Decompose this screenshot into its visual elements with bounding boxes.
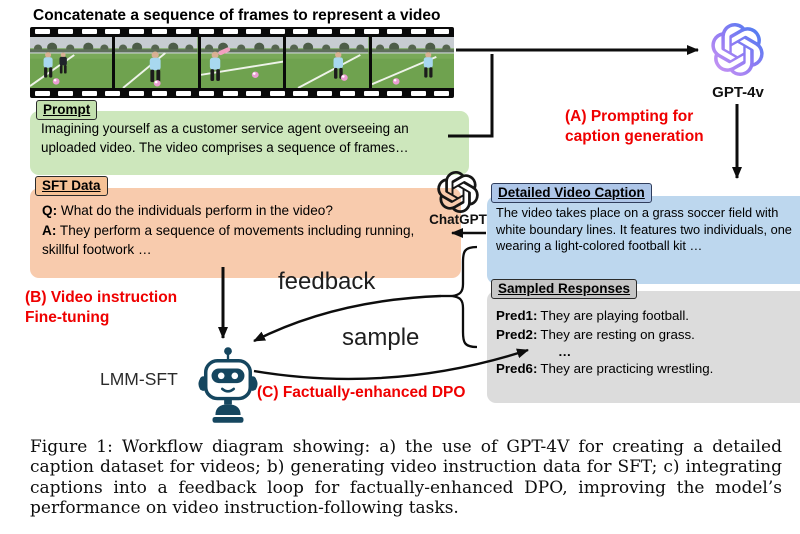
film-strip [30,27,455,98]
film-frame-scene [371,37,455,88]
lmm-sft-label: LMM-SFT [100,369,178,389]
pred-row: Pred6:They are practicing wrestling. [496,360,714,376]
film-frame [371,37,455,88]
film-frame-scene [115,37,198,88]
film-frames [30,37,455,88]
pred-row: Pred2:They are resting on grass. [496,327,695,343]
chatgpt-label: ChatGPT [429,212,487,227]
film-sprockets-top [30,27,454,36]
step-a-annotation: (A) Prompting for caption generation [565,108,704,145]
film-frame-scene [200,37,284,88]
film-frame [286,37,369,88]
detailed-caption-box: The video takes place on a grass soccer … [487,196,800,284]
pred-ellipsis: … [558,343,572,359]
gpt4v-logo-icon [711,23,764,76]
sampled-responses-box: Pred1:They are playing football. Pred2:T… [487,291,800,403]
film-frame [200,37,284,88]
sampled-responses-label: Sampled Responses [491,279,638,299]
detailed-caption-label: Detailed Video Caption [491,183,652,203]
gpt4v-label: GPT-4v [712,84,764,101]
robot-icon [198,347,258,423]
diagram-title: Concatenate a sequence of frames to repr… [33,7,441,24]
sft-answer: A: They perform a sequence of movements … [42,222,415,258]
step-b-annotation: (B) Video instruction Fine-tuning [25,289,178,326]
film-frame-scene [286,37,369,88]
film-frame-scene [30,37,113,88]
prompt-label: Prompt [36,100,98,120]
prompt-box: Imagining yourself as a customer service… [30,111,469,175]
detailed-caption-text: The video takes place on a grass soccer … [496,205,792,253]
sample-label: sample [342,324,420,351]
pred-row: Pred1:They are playing football. [496,308,689,323]
figure-caption: Figure 1: Workflow diagram showing: a) t… [30,437,782,518]
sft-data-box: Q: What do the individuals perform in th… [30,188,461,278]
film-frame [30,37,113,88]
chatgpt-logo-icon [437,171,479,213]
step-c-annotation: (C) Factually-enhanced DPO [257,384,466,401]
sft-question: Q: What do the individuals perform in th… [42,203,333,218]
film-sprockets-bottom [30,89,454,98]
prompt-text: Imagining yourself as a customer service… [41,121,409,155]
feedback-label: feedback [278,268,376,295]
film-frame [115,37,198,88]
sft-data-label: SFT Data [35,176,108,196]
